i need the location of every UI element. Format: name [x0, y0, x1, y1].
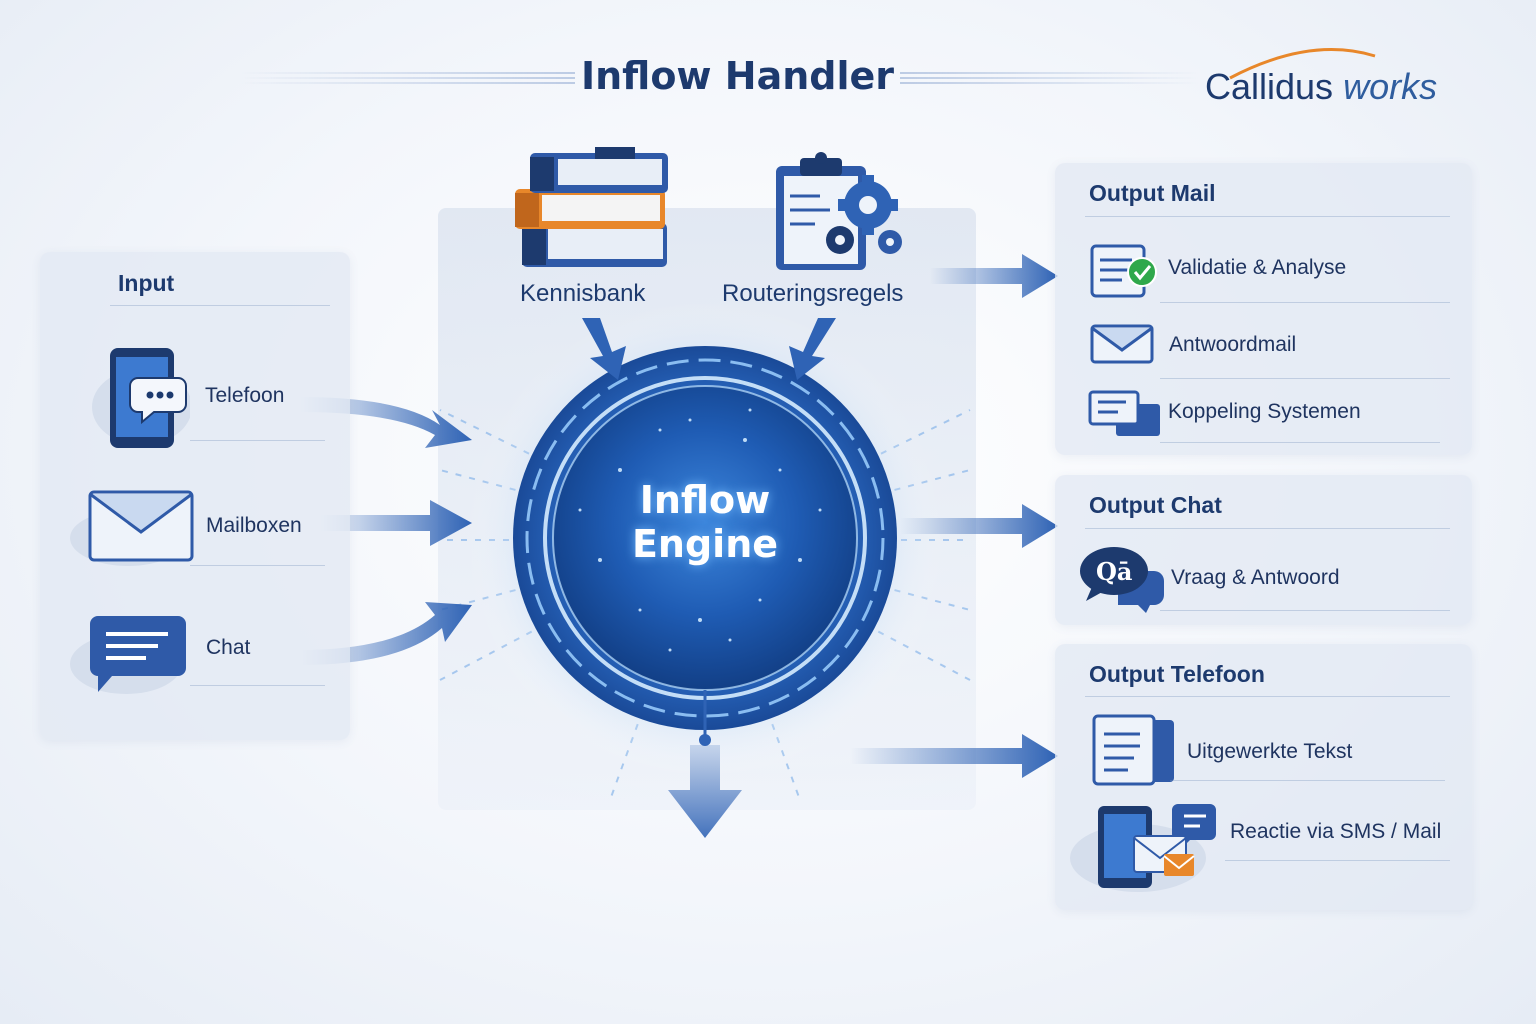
brand-swoosh-icon	[1229, 48, 1376, 80]
engine-core	[553, 386, 857, 690]
separator	[1085, 216, 1450, 217]
separator	[1085, 696, 1450, 697]
input-item-telefoon: Telefoon	[205, 384, 285, 407]
header: Inflow Handler	[0, 50, 1536, 110]
output-mail-item-koppeling: Koppeling Systemen	[1168, 400, 1361, 423]
phone-chat-icon	[80, 345, 192, 454]
input-item-mailboxen: Mailboxen	[206, 514, 302, 537]
kennisbank-label: Kennisbank	[520, 280, 646, 307]
output-mail-title: Output Mail	[1089, 180, 1216, 206]
source-arrows	[582, 318, 836, 380]
output-mail-item-validatie: Validatie & Analyse	[1168, 256, 1347, 279]
separator	[190, 685, 325, 686]
title-decoration-right	[900, 72, 1200, 86]
separator	[190, 565, 325, 566]
title-decoration-left	[240, 72, 575, 86]
linked-windows-icon	[1086, 386, 1164, 445]
engine-label: Inflow Engine	[580, 478, 830, 566]
output-mail-item-antwoordmail: Antwoordmail	[1169, 333, 1297, 356]
brand-accent: works	[1343, 66, 1438, 107]
envelope-icon	[1088, 322, 1158, 371]
output-telefoon-item-reactie: Reactie via SMS / Mail	[1230, 820, 1442, 843]
separator	[1160, 610, 1450, 611]
separator	[1085, 528, 1450, 529]
input-item-chat: Chat	[206, 636, 251, 659]
page-title: Inflow Handler	[580, 54, 895, 98]
qa-glyph: Qā	[1096, 557, 1132, 586]
brand-logo: Callidus works	[1200, 40, 1460, 110]
phone-sms-mail-icon	[1068, 800, 1228, 899]
text-document-icon	[1090, 714, 1180, 793]
engine-label-line1: Inflow	[639, 478, 771, 522]
brand-name: Callidus	[1205, 66, 1334, 107]
input-title: Input	[118, 270, 175, 296]
document-check-icon	[1088, 242, 1163, 306]
output-telefoon-title: Output Telefoon	[1089, 661, 1265, 687]
brand-text: Callidus works	[1205, 66, 1437, 108]
separator	[1160, 442, 1440, 443]
separator	[1225, 860, 1450, 861]
engine-label-line2: Engine	[631, 522, 779, 566]
separator	[110, 305, 330, 306]
output-telefoon-item-tekst: Uitgewerkte Tekst	[1187, 740, 1353, 763]
routeringsregels-label: Routeringsregels	[722, 280, 904, 307]
separator	[1170, 780, 1445, 781]
envelope-icon	[68, 488, 198, 572]
separator	[1160, 378, 1450, 379]
separator	[1160, 302, 1450, 303]
output-chat-title: Output Chat	[1089, 492, 1222, 518]
books-icon	[510, 145, 675, 279]
chat-bubble-icon	[68, 612, 198, 701]
engine-sparkles	[578, 408, 822, 652]
output-chat-item-vraag: Vraag & Antwoord	[1171, 566, 1340, 589]
qa-bubble-icon: Qā	[1078, 545, 1168, 617]
output-arrows	[850, 254, 1058, 778]
clipboard-gears-icon	[770, 150, 915, 279]
separator	[190, 440, 325, 441]
down-arrow	[668, 690, 742, 838]
